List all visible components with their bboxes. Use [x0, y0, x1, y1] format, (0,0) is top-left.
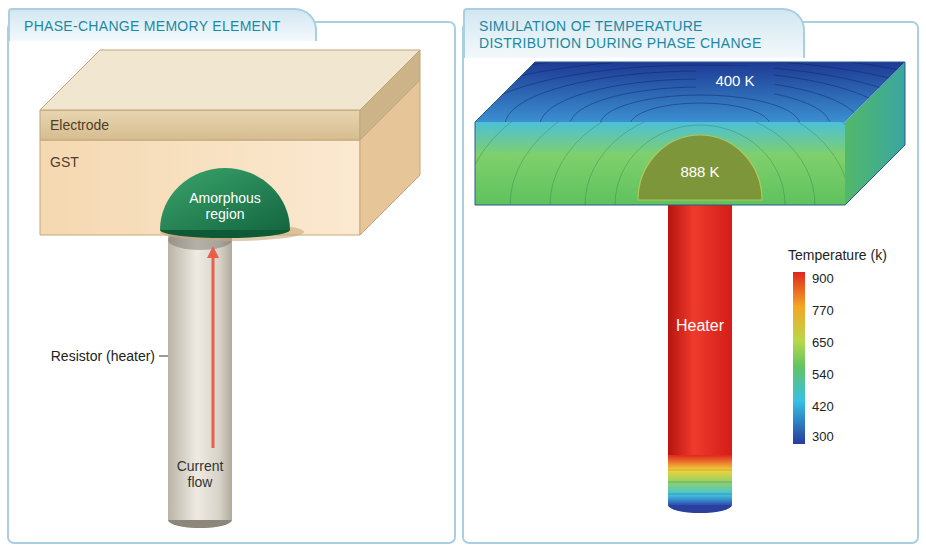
electrode-top — [40, 50, 420, 110]
gst-layer: GST Amorphous region — [40, 140, 360, 235]
figure-panel: PHASE-CHANGE MEMORY ELEMENT ElectrodeGST A… — [8, 8, 455, 545]
electrode-block — [40, 50, 420, 140]
melt-dome — [638, 135, 762, 200]
heater-body — [668, 200, 732, 505]
shape-label: Heater — [668, 317, 732, 335]
shape-label: Current flow — [168, 458, 232, 490]
panel-frame — [8, 22, 455, 543]
pillar-body — [168, 232, 232, 520]
color-scale — [793, 272, 805, 444]
electrode-front — [40, 110, 360, 140]
heater-pillar — [668, 200, 732, 513]
shape-label: Amorphous region — [175, 190, 275, 222]
dome-shape — [160, 168, 290, 230]
scale-value: 420 — [812, 400, 862, 415]
shape-label: 888 K — [638, 163, 762, 180]
scale-value: 900 — [812, 272, 862, 287]
scale-value: 300 — [812, 430, 862, 445]
gst-front — [40, 140, 360, 235]
heater: Heater — [668, 205, 732, 505]
gst-block: 400 K 888 K — [475, 62, 905, 205]
resistor-pillar — [168, 230, 232, 528]
block-outline — [475, 62, 905, 205]
scale-value: 540 — [812, 368, 862, 383]
heater-gradient — [668, 455, 732, 505]
panel-frame — [463, 22, 918, 543]
scale-value: 770 — [812, 304, 862, 319]
part-label: Resistor (heater) — [20, 348, 155, 364]
scale-title: Temperature (k) — [788, 247, 913, 263]
amorphous-region: Amorphous region — [160, 168, 290, 230]
resistor-heater: Current flow — [168, 240, 232, 522]
contour-line — [668, 470, 732, 471]
panel-heading: PHASE-CHANGE MEMORY ELEMENT — [8, 8, 317, 41]
amorphous-dome — [160, 168, 290, 238]
contour-line — [668, 494, 732, 495]
melt-dome: 888 K — [638, 135, 762, 200]
leader-line — [159, 356, 168, 357]
shape-label: Electrode — [50, 117, 170, 133]
shape-label: GST — [50, 154, 130, 170]
figure-panel: SIMULATION OF TEMPERATURE DISTRIBUTION D… — [463, 8, 918, 545]
current-arrow — [212, 252, 215, 448]
shape-label: 400 K — [703, 72, 767, 89]
panel-heading: SIMULATION OF TEMPERATURE DISTRIBUTION D… — [463, 8, 805, 58]
scale-value: 650 — [812, 336, 862, 351]
simulated-block — [390, 53, 926, 345]
contour-line — [668, 482, 732, 483]
electrode-layer: Electrode — [40, 110, 360, 140]
